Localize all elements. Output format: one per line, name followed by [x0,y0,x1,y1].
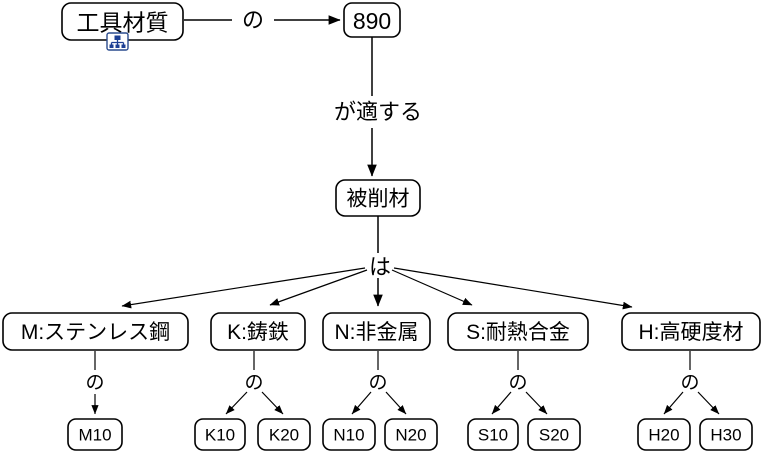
node-box[interactable] [257,418,311,451]
edge-label-no-k: の [244,373,263,394]
node-cat-m[interactable]: M:ステンレス鋼 [2,312,189,351]
node-label: K:鋳鉄 [227,321,289,344]
edge-wa-to-cat-h [393,267,633,310]
node-label: M:ステンレス鋼 [21,321,170,344]
node-grade-m10[interactable]: M10 [67,418,123,451]
node-box[interactable] [621,312,761,351]
badge-node-right [121,44,126,48]
node-box[interactable] [699,418,753,451]
node-cat-n[interactable]: N:非金属 [322,312,431,351]
badge-node-left [109,44,114,48]
badge-node-top [114,35,121,40]
node-label: N:非金属 [335,321,419,344]
node-label: 890 [353,8,391,34]
node-box[interactable] [637,418,691,451]
node-label: 被削材 [347,188,410,211]
node-cat-k[interactable]: K:鋳鉄 [210,312,306,351]
node-label: N20 [395,426,426,445]
node-box[interactable] [335,179,421,217]
node-cat-s[interactable]: S:耐熱合金 [447,312,589,351]
node-label: M10 [78,426,111,445]
node-label: S:耐熱合金 [466,321,570,344]
node-label: H30 [710,426,741,445]
node-grade-n10[interactable]: N10 [322,418,376,451]
node-box[interactable] [322,418,376,451]
node-label: K10 [205,426,235,445]
node-grade-n20[interactable]: N20 [384,418,438,451]
edge-labels-group: の が適する は の の の の の [85,8,699,394]
tree-hierarchy-icon[interactable] [106,32,129,51]
edge-s-to-s10 [491,391,512,415]
edge-h-to-h30 [697,391,720,415]
edge-k-to-k10 [225,391,248,415]
edge-label-no-n: の [368,373,387,394]
node-label: H:高硬度材 [639,321,744,344]
edge-label-no-s: の [508,373,527,394]
edge-n-to-n10 [351,391,372,415]
node-grade-s20[interactable]: S20 [527,418,581,451]
node-grade-k10[interactable]: K10 [194,418,246,451]
node-grade-890[interactable]: 890 [343,2,401,38]
node-grade-h20[interactable]: H20 [637,418,691,451]
node-box[interactable] [384,418,438,451]
node-label: S20 [539,426,569,445]
node-label: 工具材質 [77,10,169,36]
edge-wa-to-cat-k [269,269,368,306]
edge-label-no-m: の [85,373,104,394]
edge-label-no-top: の [242,8,264,33]
edge-wa-to-cat-m [121,267,366,309]
edge-label-no-h: の [680,373,699,394]
node-box[interactable] [343,2,401,38]
node-box[interactable] [2,312,189,351]
node-grade-s10[interactable]: S10 [467,418,519,451]
edge-label-gatekisuru: が適する [334,100,422,125]
node-grade-h30[interactable]: H30 [699,418,753,451]
node-label: K20 [269,426,299,445]
edge-label-wa: は [369,255,391,280]
node-cat-h[interactable]: H:高硬度材 [621,312,761,351]
node-grade-k20[interactable]: K20 [257,418,311,451]
node-workpiece[interactable]: 被削材 [335,179,421,217]
badge-node-mid [115,44,120,48]
node-label: N10 [333,426,364,445]
node-box[interactable] [210,312,306,351]
node-label: S10 [478,426,508,445]
node-box[interactable] [67,418,123,451]
node-box[interactable] [527,418,581,451]
node-box[interactable] [194,418,246,451]
edge-h-to-h20 [663,391,684,415]
node-label: H20 [648,426,679,445]
edge-n-to-n20 [385,391,407,415]
node-box[interactable] [447,312,589,351]
edges-group [91,15,720,415]
edge-s-to-s20 [525,391,548,415]
badge-connector [110,40,125,45]
edge-k-to-k20 [261,391,284,415]
node-box[interactable] [467,418,519,451]
edge-wa-to-cat-s [391,269,473,306]
node-box[interactable] [322,312,431,351]
